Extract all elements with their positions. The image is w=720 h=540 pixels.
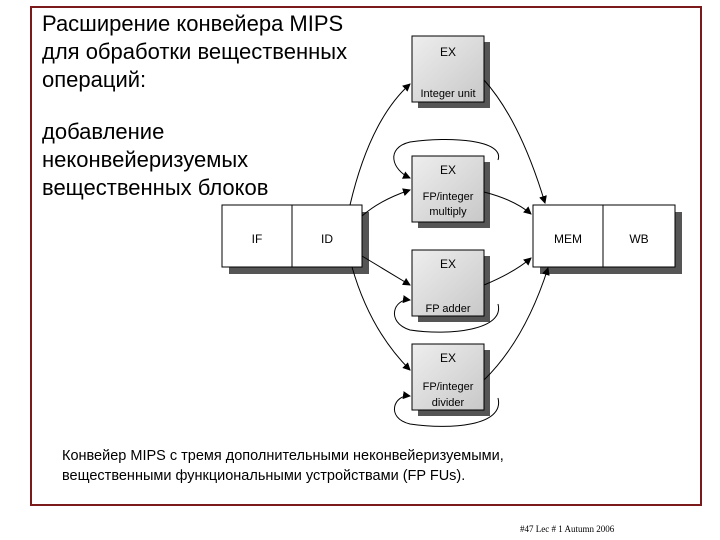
writeback-arrows: [483, 79, 550, 381]
unit-name-label: Integer unit: [420, 88, 475, 100]
unit-name-line2: multiply: [429, 206, 467, 218]
slide-footer: #47 Lec # 1 Autumn 2006: [520, 524, 615, 534]
wb-label: WB: [629, 232, 648, 246]
fp-divider-unit: EX FP/integer divider: [411, 343, 490, 416]
unit-ex-label: EX: [440, 257, 456, 271]
unit-name-line1: FP/integer: [423, 381, 474, 393]
slide-title: Расширение конвейера MIPS для обработки …: [42, 11, 348, 92]
id-label: ID: [321, 232, 333, 246]
fp-multiply-unit: EX FP/integer multiply: [411, 155, 490, 228]
figure-caption: Конвейер MIPS с тремя дополнительными не…: [62, 448, 504, 484]
unit-ex-label: EX: [440, 45, 456, 59]
unit-name-label: FP adder: [425, 303, 470, 315]
slide-subtitle: добавление неконвейеризуемых вещественны…: [42, 119, 269, 200]
unit-name-line2: divider: [432, 397, 465, 409]
unit-ex-label: EX: [440, 351, 456, 365]
integer-unit: EX Integer unit: [411, 35, 490, 108]
fp-adder-unit: EX FP adder: [411, 249, 490, 322]
mem-wb-stage: MEM WB: [532, 204, 682, 274]
loop-arrows: [393, 138, 500, 427]
unit-ex-label: EX: [440, 163, 456, 177]
unit-name-line1: FP/integer: [423, 191, 474, 203]
dispatch-arrows: [349, 83, 411, 371]
if-id-stage: IF ID: [221, 204, 369, 274]
mem-label: MEM: [554, 232, 582, 246]
slide-frame: [30, 6, 702, 506]
if-label: IF: [252, 232, 263, 246]
